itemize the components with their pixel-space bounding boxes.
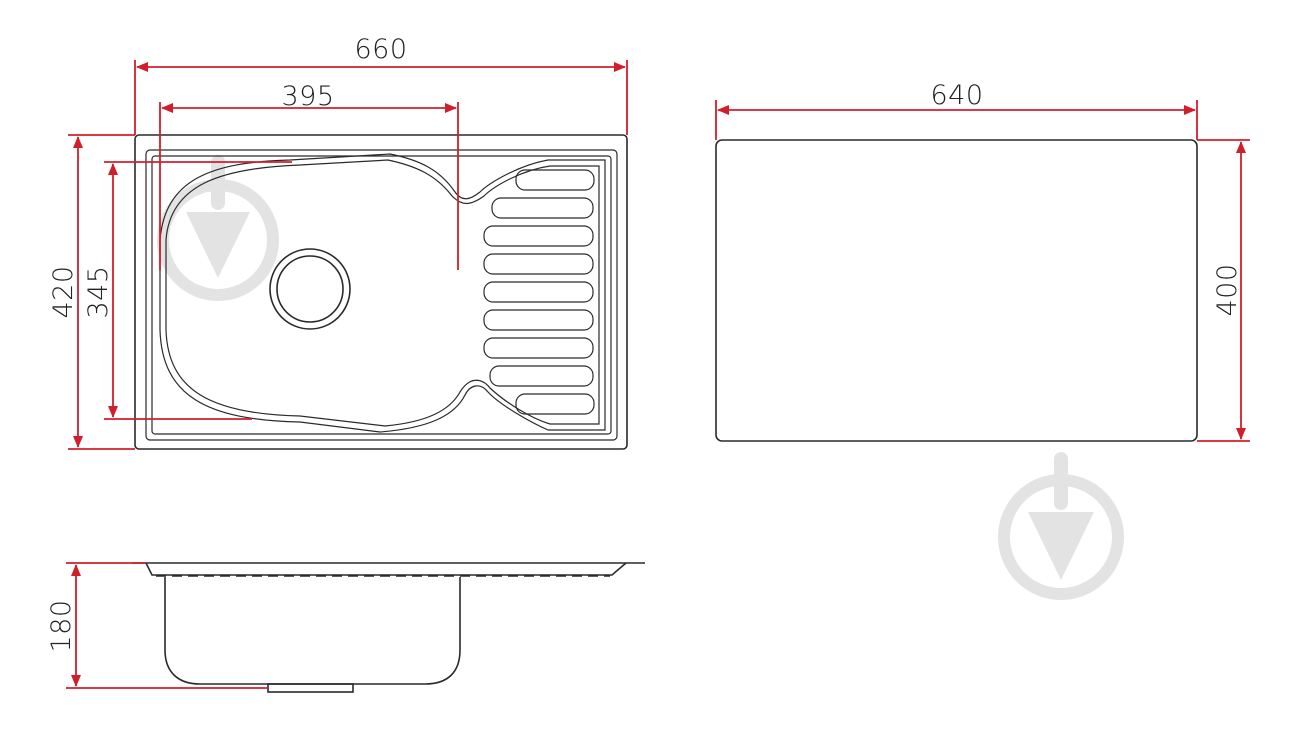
watermark-icon-bottom-right: [998, 452, 1124, 600]
drainer-rib: [489, 365, 594, 387]
dimension-cutout-height: 400: [1197, 139, 1250, 442]
dimension-bowl-width: 395: [159, 81, 459, 270]
dimension-label-420: 420: [48, 265, 79, 318]
dimension-label-345: 345: [83, 265, 114, 318]
dimension-depth: 180: [46, 562, 268, 689]
dimension-cutout-width: 640: [715, 80, 1198, 140]
dimension-bowl-height: 345: [83, 161, 292, 420]
sink-inner-rim: [145, 149, 618, 441]
dimension-label-400: 400: [1212, 263, 1243, 316]
drainer-rib: [483, 309, 594, 331]
drainer-rib: [483, 225, 594, 247]
drainer-rib: [515, 169, 595, 191]
dimension-overall-width: 660: [134, 34, 628, 135]
sink-outer-rim: [134, 134, 628, 450]
bowl-outline: [159, 153, 606, 433]
sink-side-view: [132, 562, 645, 693]
dimension-label-640: 640: [930, 80, 983, 111]
drainer-rib: [483, 281, 594, 303]
drain-inner: [276, 255, 344, 323]
drainer-rib: [483, 253, 594, 275]
dimension-label-660: 660: [354, 34, 407, 65]
dimension-overall-height: 420: [48, 134, 135, 450]
cutout-outline: [715, 139, 1198, 442]
dimension-label-395: 395: [281, 81, 334, 112]
drainer-rib: [515, 393, 595, 415]
drainer-rib: [483, 337, 594, 359]
drain-outer: [269, 248, 351, 330]
drainer-ribs: [483, 169, 595, 415]
dimension-label-180: 180: [46, 599, 77, 652]
drainer-rib: [491, 197, 594, 219]
sink-top-view: [134, 134, 628, 450]
watermark-icon-top-left: [157, 155, 279, 301]
